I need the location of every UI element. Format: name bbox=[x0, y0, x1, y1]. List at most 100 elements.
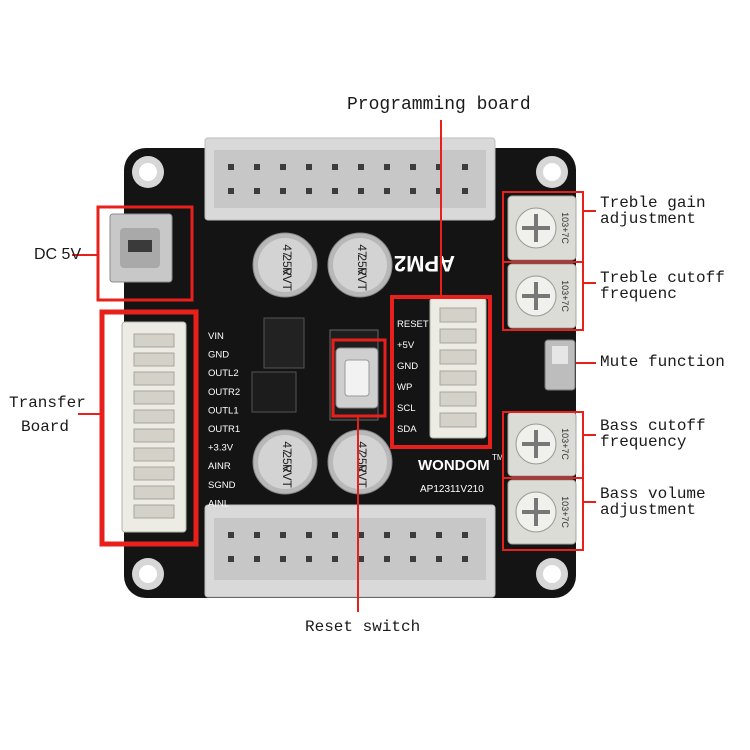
header-pin bbox=[254, 164, 260, 170]
header-pin bbox=[462, 532, 468, 538]
capacitor-marking: 25V bbox=[355, 254, 369, 275]
potentiometer: 103+7C bbox=[507, 263, 577, 329]
header-pin bbox=[306, 556, 312, 562]
pin-label: WP bbox=[397, 382, 412, 393]
bass-pots-callout-box bbox=[502, 411, 584, 551]
mounting-holes bbox=[132, 156, 568, 590]
capacitor-marking: 47 bbox=[280, 441, 294, 455]
header-pin bbox=[384, 556, 390, 562]
header-pin bbox=[332, 532, 338, 538]
header-pin bbox=[358, 164, 364, 170]
header-pin bbox=[254, 532, 260, 538]
header-pin bbox=[254, 556, 260, 562]
jst-slot bbox=[133, 466, 175, 481]
mute-function-label: Mute function bbox=[600, 353, 725, 371]
jst-slot bbox=[439, 307, 477, 323]
trademark-mark: TM bbox=[492, 453, 504, 462]
capacitor-marking: RVT bbox=[355, 267, 369, 291]
potentiometer: 103+7C bbox=[507, 479, 577, 545]
treble-cutoff-label-line2: frequenc bbox=[600, 285, 677, 303]
header-pin bbox=[306, 164, 312, 170]
header-pin bbox=[228, 556, 234, 562]
transfer-board-label-line2: Board bbox=[21, 418, 70, 436]
header-pin bbox=[254, 188, 260, 194]
left-jst-connector bbox=[121, 321, 187, 533]
capacitor-marking: 47 bbox=[280, 244, 294, 258]
header-pin bbox=[280, 532, 286, 538]
header-pin bbox=[306, 188, 312, 194]
reset-switch-label: Reset switch bbox=[305, 618, 421, 636]
jst-slot bbox=[133, 447, 175, 462]
header-pin bbox=[384, 164, 390, 170]
pin-label: AINR bbox=[208, 461, 231, 472]
pin-label: OUTR2 bbox=[208, 387, 240, 398]
jst-slot bbox=[133, 333, 175, 348]
header-pin bbox=[280, 164, 286, 170]
left-pin-silkscreen: VINGNDOUTL2OUTR2OUTL1OUTR1+3.3VAINRSGNDA… bbox=[208, 331, 240, 509]
header-pin bbox=[436, 556, 442, 562]
pin-label: +3.3V bbox=[208, 443, 234, 454]
treble-cutoff-label-line1: Treble cutoff bbox=[600, 269, 725, 287]
pin-label: +5V bbox=[397, 340, 415, 351]
capacitor-marking: 25V bbox=[280, 451, 294, 472]
potentiometer: 103+7C bbox=[507, 195, 577, 261]
header-pin bbox=[358, 188, 364, 194]
header-pin bbox=[410, 188, 416, 194]
reset-button-illustration bbox=[335, 347, 379, 409]
bass-volume-label-line1: Bass volume bbox=[600, 485, 706, 503]
header-pin bbox=[306, 532, 312, 538]
header-pin bbox=[410, 556, 416, 562]
header-pin bbox=[436, 164, 442, 170]
capacitor-marking: 47 bbox=[355, 244, 369, 258]
jst-slot bbox=[439, 328, 477, 344]
header-pin bbox=[228, 164, 234, 170]
programming-jst-connector bbox=[429, 297, 487, 439]
header-pin bbox=[462, 188, 468, 194]
transfer-board-label-line1: Transfer bbox=[9, 394, 86, 412]
jst-slot bbox=[439, 391, 477, 407]
pin-label: SDA bbox=[397, 424, 417, 435]
header-pin bbox=[332, 556, 338, 562]
jst-slot bbox=[439, 412, 477, 428]
pin-label: OUTL1 bbox=[208, 405, 239, 416]
header-pin bbox=[280, 188, 286, 194]
jst-slot bbox=[133, 485, 175, 500]
leader-lines bbox=[72, 120, 596, 612]
micro-usb-connector bbox=[109, 213, 173, 283]
jst-slot bbox=[133, 371, 175, 386]
pin-label: RESET bbox=[397, 319, 429, 330]
jst-slot bbox=[133, 504, 175, 519]
bottom-header-connector bbox=[204, 504, 496, 598]
header-pin bbox=[410, 532, 416, 538]
pin-label: GND bbox=[397, 361, 418, 372]
jst-slot bbox=[133, 409, 175, 424]
pin-label: OUTR1 bbox=[208, 424, 240, 435]
programming-board-label: Programming board bbox=[347, 95, 531, 115]
capacitor-marking: RVT bbox=[280, 267, 294, 291]
model-number: AP12311V210 bbox=[420, 484, 484, 495]
header-pin bbox=[462, 556, 468, 562]
top-header-connector bbox=[204, 137, 496, 221]
potentiometers: 103+7C 103+7C 103+7C 103+7C bbox=[507, 195, 577, 545]
capacitor-marking: RVT bbox=[280, 464, 294, 488]
header-pin bbox=[358, 532, 364, 538]
mute-slide-switch bbox=[544, 339, 576, 391]
pot-marking: 103+7C bbox=[560, 428, 570, 460]
dc-5v-label: DC 5V bbox=[34, 246, 82, 263]
transfer-callout-box bbox=[99, 309, 199, 547]
bass-cutoff-label-line1: Bass cutoff bbox=[600, 417, 706, 435]
jst-slot bbox=[133, 390, 175, 405]
header-pin bbox=[332, 188, 338, 194]
header-pin bbox=[436, 188, 442, 194]
pot-marking: 103+7C bbox=[560, 212, 570, 244]
header-pin bbox=[332, 164, 338, 170]
treble-gain-label-line1: Treble gain bbox=[600, 194, 706, 212]
header-pin bbox=[280, 556, 286, 562]
jst-slot bbox=[439, 349, 477, 365]
